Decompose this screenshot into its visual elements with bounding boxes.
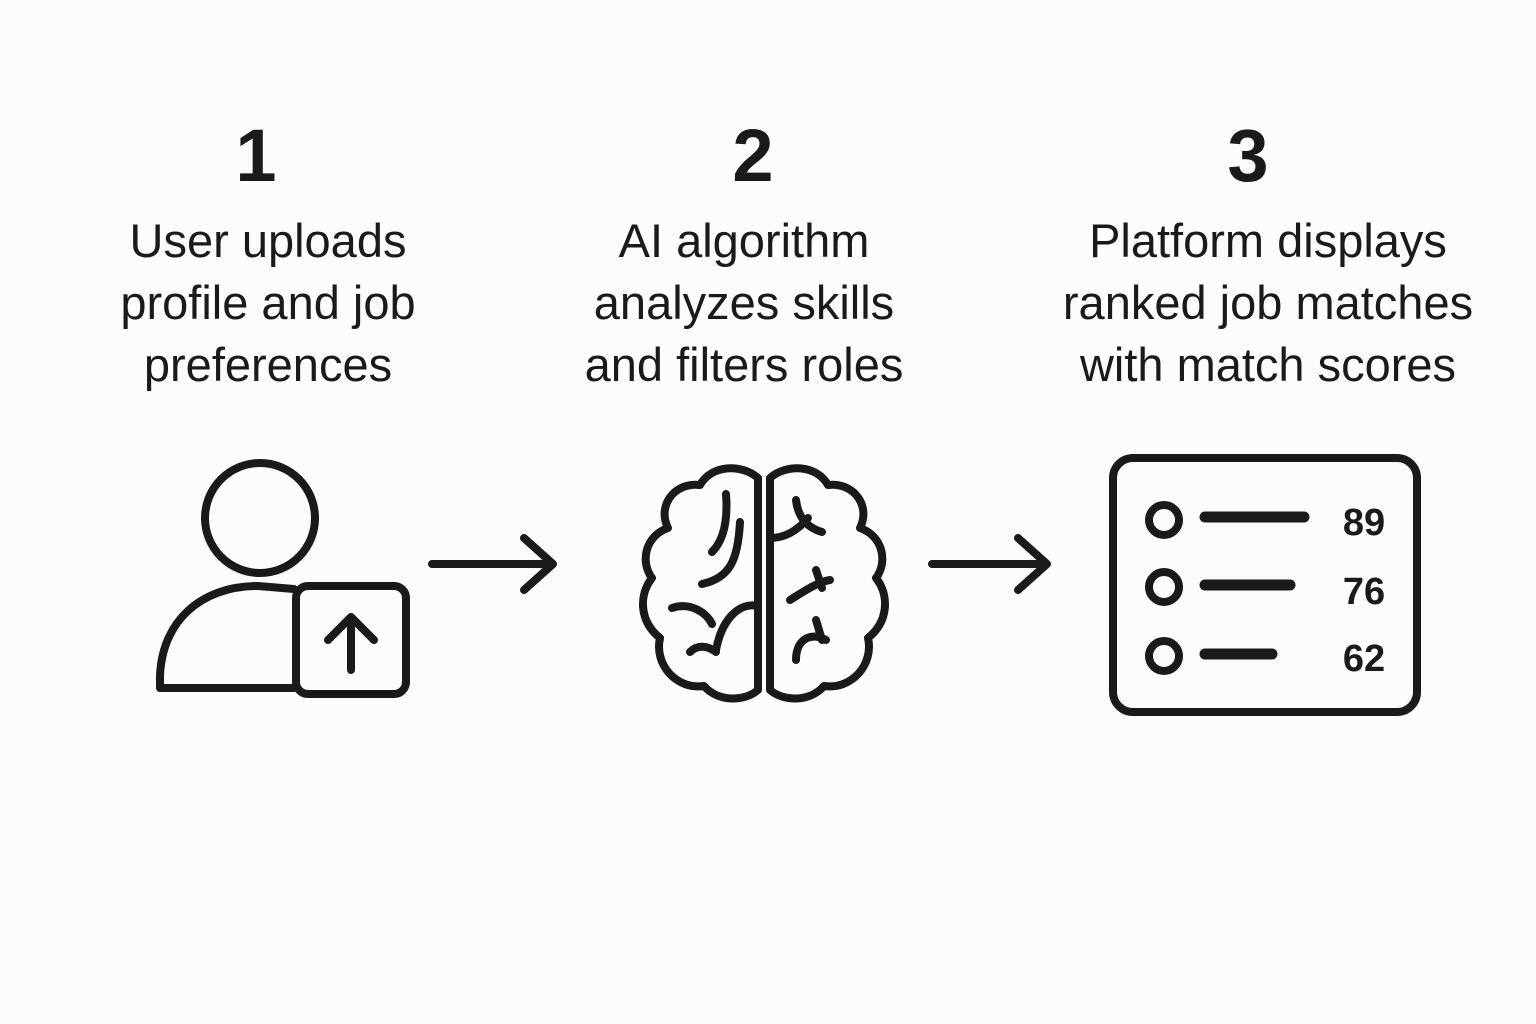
- step-2-number: 2: [732, 114, 774, 197]
- user-upload-icon: [156, 459, 410, 698]
- step-1-description: User uploads profile and job preferences: [58, 210, 478, 396]
- step-3-description: Platform displays ranked job matches wit…: [1028, 210, 1508, 396]
- match-score-2: 76: [1343, 571, 1385, 613]
- step-2-description: AI algorithm analyzes skills and filters…: [534, 210, 954, 396]
- upload-arrow-icon: [324, 613, 378, 674]
- brain-fold-icon: [786, 566, 834, 604]
- result-bullet-icon: [1145, 637, 1183, 675]
- result-bullet-icon: [1145, 501, 1183, 539]
- ranked-list-icon: [1109, 454, 1421, 716]
- step-2-line-3: and filters roles: [584, 338, 904, 391]
- step-3-line-2: ranked job matches: [1062, 276, 1474, 329]
- brain-fold-icon: [686, 642, 720, 656]
- user-body-icon: [156, 582, 298, 692]
- results-panel-icon: [1109, 454, 1421, 716]
- arrow-right-icon: [928, 534, 1051, 594]
- brain-fold-icon: [698, 518, 744, 588]
- step-1-line-3: preferences: [143, 338, 393, 391]
- brain-fold-icon: [708, 490, 731, 556]
- upload-box-icon: [292, 582, 410, 698]
- brain-left-hemisphere-icon: [638, 464, 762, 703]
- step-2-line-2: analyzes skills: [593, 276, 895, 329]
- step-2-line-1: AI algorithm: [618, 214, 870, 267]
- user-head-icon: [201, 459, 319, 577]
- brain-fold-icon: [792, 616, 830, 664]
- step-3-number: 3: [1227, 114, 1269, 197]
- brain-icon: [638, 464, 890, 703]
- step-3-line-1: Platform displays: [1089, 214, 1447, 267]
- step-1-line-1: User uploads: [129, 214, 407, 267]
- step-3-line-3: with match scores: [1079, 338, 1457, 391]
- arrow-right-icon: [428, 534, 557, 594]
- result-bullet-icon: [1145, 568, 1183, 606]
- match-score-1: 89: [1343, 502, 1385, 544]
- match-score-3: 62: [1343, 638, 1385, 680]
- brain-fold-icon: [712, 601, 762, 654]
- step-1-number: 1: [235, 114, 277, 197]
- brain-fold-icon: [668, 602, 716, 628]
- brain-right-hemisphere-icon: [766, 464, 890, 703]
- brain-fold-icon: [766, 514, 812, 542]
- step-1-line-2: profile and job: [120, 276, 416, 329]
